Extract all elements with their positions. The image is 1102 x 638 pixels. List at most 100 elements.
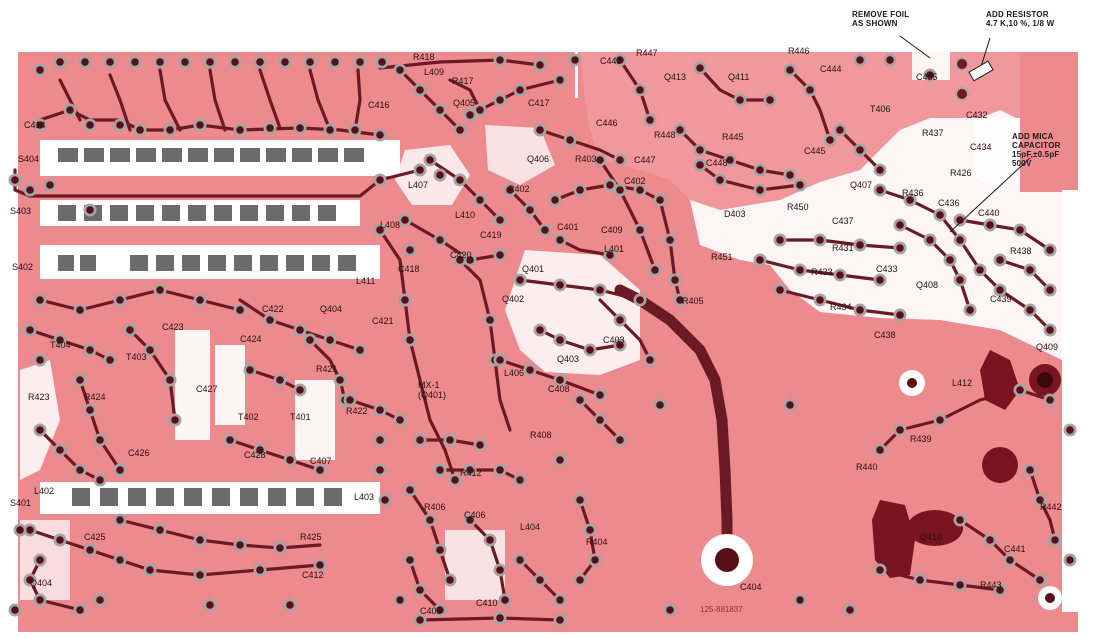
solder-pad-hole: [456, 256, 464, 264]
solder-pad-hole: [596, 286, 604, 294]
label-r442: R442: [1040, 502, 1062, 512]
solder-pad-hole: [96, 436, 104, 444]
mount-hole-bottom-right: [1045, 593, 1055, 603]
solder-pad-hole: [556, 336, 564, 344]
solder-pad-hole: [786, 66, 794, 74]
solder-pad-hole: [541, 226, 549, 234]
label-t406: T406: [870, 104, 891, 114]
label-r438: R438: [1010, 246, 1032, 256]
label-c423: C423: [162, 322, 184, 332]
solder-pad-hole: [416, 586, 424, 594]
solder-pad-hole: [856, 56, 864, 64]
solder-pad-hole: [796, 266, 804, 274]
label-q404-bottom: Q404: [30, 578, 52, 588]
board-cutout-t401: [295, 380, 335, 460]
solder-pad-hole: [436, 546, 444, 554]
label-c421: C421: [372, 316, 394, 326]
label-c443: C443: [600, 56, 622, 66]
solder-pad-hole: [316, 561, 324, 569]
solder-pad-hole: [236, 126, 244, 134]
label-c438: C438: [874, 330, 896, 340]
label-l412: L412: [952, 378, 972, 388]
label-q402: Q402: [502, 294, 524, 304]
solder-pad-hole: [666, 606, 674, 614]
label-c433: C433: [876, 264, 898, 274]
label-r437: R437: [922, 128, 944, 138]
solder-pad-hole: [846, 606, 854, 614]
solder-pad-hole: [616, 56, 624, 64]
solder-pad-hole: [516, 86, 524, 94]
solder-pad-hole: [926, 71, 934, 79]
note-add-mica-capacitor: ADD MICA CAPACITOR 15pF,±0.5pF 500V: [1012, 132, 1061, 168]
solder-pad-hole: [796, 596, 804, 604]
solder-pad-hole: [266, 124, 274, 132]
label-c427: C427: [196, 384, 218, 394]
solder-pad-hole: [876, 186, 884, 194]
added-resistor: [955, 57, 994, 101]
label-c420: C420: [450, 250, 472, 260]
solder-pad-hole: [786, 401, 794, 409]
solder-pad-hole: [116, 296, 124, 304]
solder-pad-hole: [896, 221, 904, 229]
solder-pad-hole: [36, 121, 44, 129]
solder-pad-hole: [446, 576, 454, 584]
solder-pad-hole: [576, 576, 584, 584]
solder-pad-hole: [356, 58, 364, 66]
board-cutout-q406: [395, 145, 470, 205]
solder-pad-hole: [536, 61, 544, 69]
solder-pad-hole: [116, 121, 124, 129]
solder-pad-hole: [356, 346, 364, 354]
solder-pad-hole: [596, 391, 604, 399]
board-cutout-t403: [175, 330, 210, 440]
solder-pad-hole: [551, 196, 559, 204]
solder-pad-hole: [646, 356, 654, 364]
solder-pad-hole: [856, 306, 864, 314]
solder-pad-hole: [376, 226, 384, 234]
component-labels: R418 L409 C414 S404 C416 S403 S402 C417 …: [10, 46, 1062, 616]
label-l401: L401: [604, 244, 624, 254]
label-c414: C414: [24, 120, 46, 130]
solder-pad-hole: [671, 276, 679, 284]
label-r424: R424: [84, 392, 106, 402]
solder-pad-hole: [956, 276, 964, 284]
solder-pad-hole: [616, 186, 624, 194]
leader-remove-foil: [899, 35, 931, 59]
solder-pad-hole: [206, 58, 214, 66]
solder-pad-hole: [86, 206, 94, 214]
board-cutout-t402: [215, 345, 245, 425]
solder-pad-hole: [16, 526, 24, 534]
solder-pad-hole: [256, 58, 264, 66]
label-c439: C439: [990, 294, 1012, 304]
solder-pad-hole: [556, 616, 564, 624]
solder-pad-hole: [106, 356, 114, 364]
solder-pad-hole: [886, 56, 894, 64]
solder-pad-hole: [376, 466, 384, 474]
solder-pad-hole: [636, 226, 644, 234]
solder-pad-hole: [1051, 536, 1059, 544]
solder-pad-hole: [436, 171, 444, 179]
ground-trace: [614, 284, 733, 566]
solder-pad-hole: [616, 436, 624, 444]
solder-pad-hole: [596, 416, 604, 424]
label-t404: T404: [50, 340, 71, 350]
label-c419: C419: [480, 230, 502, 240]
solder-pad-hole: [501, 596, 509, 604]
solder-pad-hole: [616, 156, 624, 164]
label-r433: R433: [811, 267, 833, 277]
solder-pad-hole: [576, 186, 584, 194]
solder-pad-hole: [156, 526, 164, 534]
land-q409: [980, 350, 1020, 410]
solder-pad-hole: [786, 171, 794, 179]
solder-pad-hole: [616, 341, 624, 349]
solder-pad-hole: [96, 476, 104, 484]
solder-pad-hole: [576, 396, 584, 404]
solder-pad-hole: [566, 136, 574, 144]
label-r443: R443: [980, 580, 1002, 590]
label-c407: C407: [310, 456, 332, 466]
solder-pad-hole: [946, 256, 954, 264]
label-c410: C410: [476, 598, 498, 608]
label-r431: R431: [832, 243, 854, 253]
label-l407: L407: [408, 180, 428, 190]
solder-pad-hole: [376, 436, 384, 444]
solder-pad-hole: [1036, 576, 1044, 584]
